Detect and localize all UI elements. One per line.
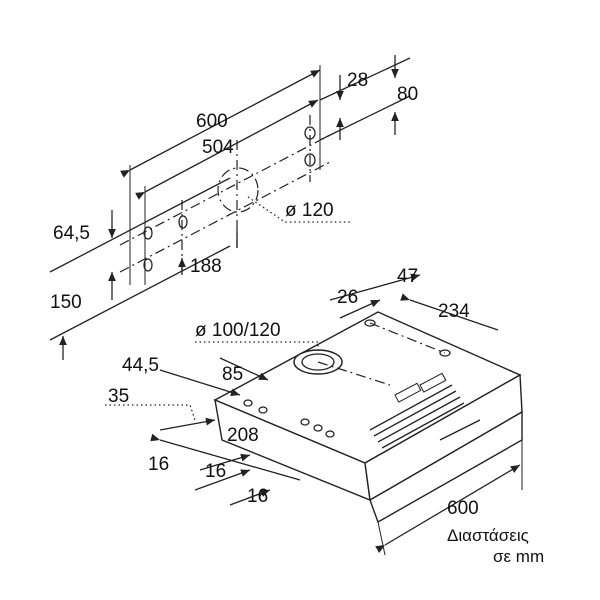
mounting-template [49,55,411,360]
dim-line-35 [159,417,216,431]
duct-opening-circle [217,167,259,213]
label-35: 35 [108,386,129,407]
dim-line-504 [135,99,319,200]
caption-line-1: Διαστάσεις [447,526,529,545]
label-44-5: 44,5 [122,355,159,376]
top-hole [243,399,253,407]
dim-line-208 [150,433,301,481]
duct-ring-inner [301,353,335,371]
label-85: 85 [222,364,243,385]
label-16-a: 16 [148,454,169,475]
ext-80-b [319,95,411,141]
vent-grille [369,372,465,449]
label-26: 26 [337,287,358,308]
label-208: 208 [227,425,259,446]
dim-line-16-b [199,453,251,471]
leader-100-120 [195,341,319,352]
mount-hole [304,126,316,140]
mount-hole [143,226,153,240]
label-28: 28 [347,70,368,91]
dimension-labels: 600 504 28 80 64,5 ø 120 188 150 47 26 2… [50,70,544,566]
mount-hole [143,258,153,272]
leader-35 [105,404,196,421]
top-hole [325,430,335,438]
label-600-bottom: 600 [447,498,479,519]
light-slot [439,419,481,441]
top-hole [300,418,310,426]
dim-line-234 [400,293,499,331]
mount-hole [304,153,316,167]
label-47: 47 [397,266,418,287]
label-504: 504 [202,137,234,158]
dim-line-600-bottom [375,464,521,553]
top-hole [439,349,451,357]
dim-line-16-d [229,489,271,506]
dim-line-16-c [194,469,251,491]
label-80: 80 [397,84,418,105]
dim-line-26 [339,299,381,319]
ext-80-a [319,57,411,101]
label-188: 188 [190,256,222,277]
caption-line-2: σε mm [493,547,544,566]
label-120: ø 120 [285,200,334,221]
dim-line-44-5 [159,369,241,397]
label-16-c: 16 [247,486,268,507]
mount-hole [178,215,188,229]
dim-ref-line [49,177,231,273]
label-150: 150 [50,292,82,313]
leader-120 [247,196,350,223]
label-600-top: 600 [196,111,228,132]
dim-line-85 [219,357,269,381]
label-234: 234 [438,301,470,322]
top-hole [364,319,376,327]
body-dimension-lines [105,273,523,556]
ext-600-left [377,521,386,556]
top-centerline-2 [369,322,446,354]
top-hole [313,424,323,432]
top-centerline [317,361,391,386]
label-16-b: 16 [205,461,226,482]
label-100-120: ø 100/120 [195,320,281,341]
label-64-5: 64,5 [53,223,90,244]
dim-ref-line-2 [49,245,231,341]
dim-line-47 [329,273,421,301]
top-hole [258,406,268,414]
